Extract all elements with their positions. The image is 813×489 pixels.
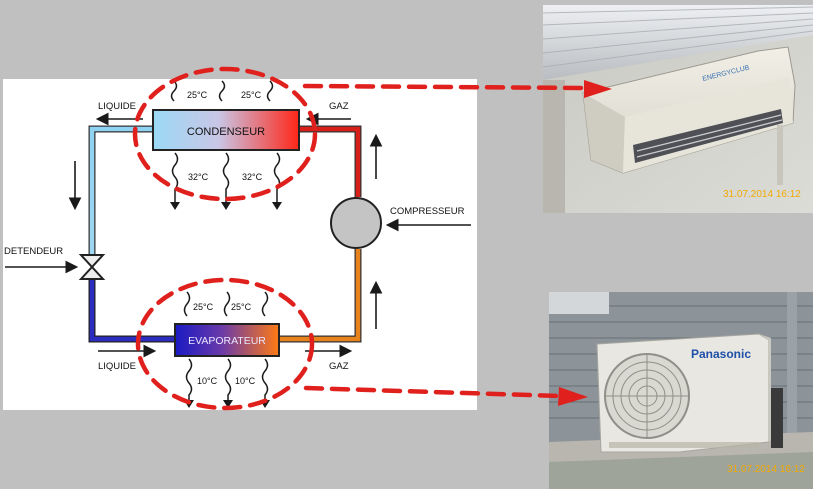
indoor-unit-photo-canvas: ENERGYCLUB — [543, 5, 813, 213]
evaporator-label: EVAPORATEUR — [188, 335, 266, 347]
condenser-highlight-ellipse — [132, 66, 318, 202]
indoor-ac-unit: ENERGYCLUB — [582, 46, 796, 174]
evaporator-air-out-waves — [185, 358, 269, 405]
expansion-label: DETENDEUR — [4, 246, 63, 257]
condenser-out-temp-left: 32°C — [188, 172, 209, 182]
refrigerant-pipes — [88, 125, 362, 343]
outdoor-ac-unit: Panasonic — [596, 333, 771, 453]
outdoor-unit-photo: Panasonic 31.07.2014 16:12 — [549, 292, 813, 489]
outdoor-photo-timestamp: 31.07.2014 16:12 — [727, 464, 805, 475]
diagram-canvas: CONDENSEUR EVAPORATEUR COMPRESSEUR DETEN… — [4, 80, 471, 408]
condenser: CONDENSEUR — [152, 109, 300, 151]
compressor: COMPRESSEUR — [330, 197, 471, 249]
evaporator-out-arrowhead-2 — [223, 400, 233, 408]
condenser-air-in-waves — [170, 80, 274, 102]
evaporator: EVAPORATEUR — [174, 323, 280, 357]
expansion-valve: DETENDEUR — [4, 246, 106, 280]
evaporator-out-temp-left: 10°C — [197, 376, 218, 386]
gas-label-top: GAZ — [329, 101, 349, 112]
refrigeration-cycle-diagram: CONDENSEUR EVAPORATEUR COMPRESSEUR DETEN… — [3, 79, 477, 410]
evaporator-in-temp-right: 25°C — [231, 302, 252, 312]
evaporator-in-temp-left: 25°C — [193, 302, 214, 312]
condenser-out-arrowhead-2 — [221, 202, 231, 210]
condenser-out-temp-right: 32°C — [242, 172, 263, 182]
indoor-pointer-arrowhead — [584, 80, 612, 98]
evaporator-highlight-ellipse — [135, 277, 315, 411]
evaporator-out-temp-right: 10°C — [235, 376, 256, 386]
liquid-label-top: LIQUIDE — [98, 101, 136, 112]
condenser-out-arrowhead-3 — [272, 202, 282, 210]
outdoor-pointer-arrowhead — [558, 387, 588, 406]
evaporator-air-in-waves — [183, 291, 269, 317]
evaporator-to-outdoor-connector — [303, 385, 563, 399]
condenser-out-arrowhead-1 — [170, 202, 180, 210]
outdoor-brand-label: Panasonic — [691, 347, 751, 361]
gas-label-bottom: GAZ — [329, 361, 349, 372]
indoor-photo-timestamp: 31.07.2014 16:12 — [723, 189, 801, 200]
condenser-in-temp-left: 25°C — [187, 90, 208, 100]
condenser-to-indoor-connector — [302, 83, 591, 91]
liquid-label-bottom: LIQUIDE — [98, 361, 136, 372]
outdoor-unit-photo-canvas: Panasonic — [549, 292, 813, 489]
condenser-in-temp-right: 25°C — [241, 90, 262, 100]
compressor-label: COMPRESSEUR — [390, 206, 465, 217]
indoor-unit-photo: ENERGYCLUB 31.07.2014 16:12 — [543, 5, 813, 213]
condenser-label: CONDENSEUR — [187, 126, 265, 138]
